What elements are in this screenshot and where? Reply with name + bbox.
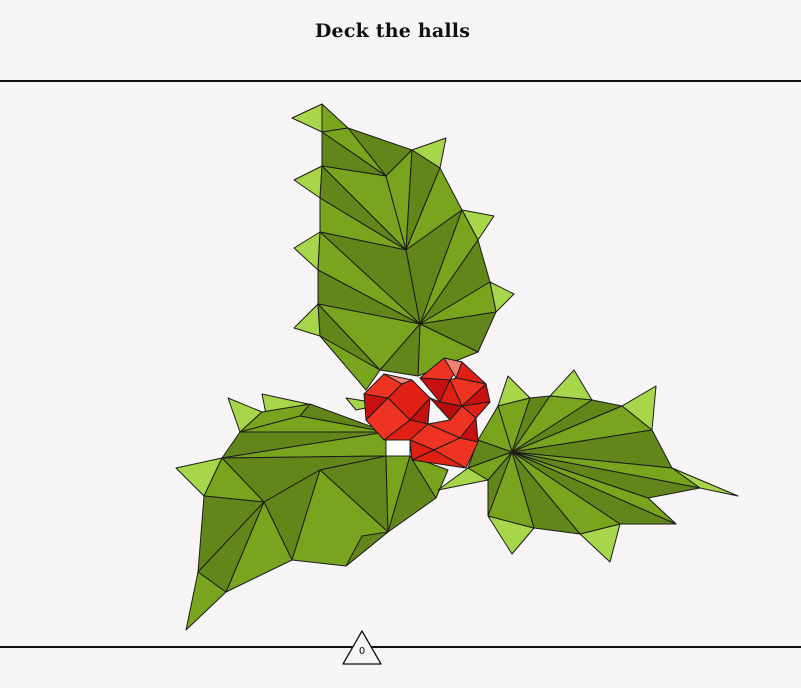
leaf-facet [293, 165, 323, 199]
puzzle-canvas[interactable] [0, 84, 801, 646]
right-leaf [437, 369, 739, 563]
move-counter-button[interactable]: 0 [340, 629, 384, 667]
berry-facet [411, 449, 467, 469]
left-leaf [175, 393, 449, 631]
header-bar: Deck the halls [0, 0, 801, 82]
leaf-facet [293, 231, 321, 271]
upper-leaf [291, 103, 515, 391]
move-counter-value: 0 [358, 646, 366, 657]
holly-illustration[interactable] [0, 84, 801, 646]
empty-gap [385, 439, 411, 457]
leaf-facet [345, 531, 389, 567]
leaf-facet [477, 405, 513, 453]
leaf-facet [549, 369, 593, 401]
leaf-facet [185, 571, 227, 631]
holly-berries [363, 357, 491, 469]
leaf-facet [379, 323, 421, 377]
leaf-facet [293, 303, 321, 337]
leaf-facet [321, 103, 349, 133]
triangle-icon [342, 630, 382, 665]
berry-facet [461, 401, 491, 419]
leaf-facet [319, 335, 381, 391]
page-title: Deck the halls [314, 20, 471, 42]
leaf-facet [291, 103, 323, 133]
footer-bar [0, 646, 801, 688]
